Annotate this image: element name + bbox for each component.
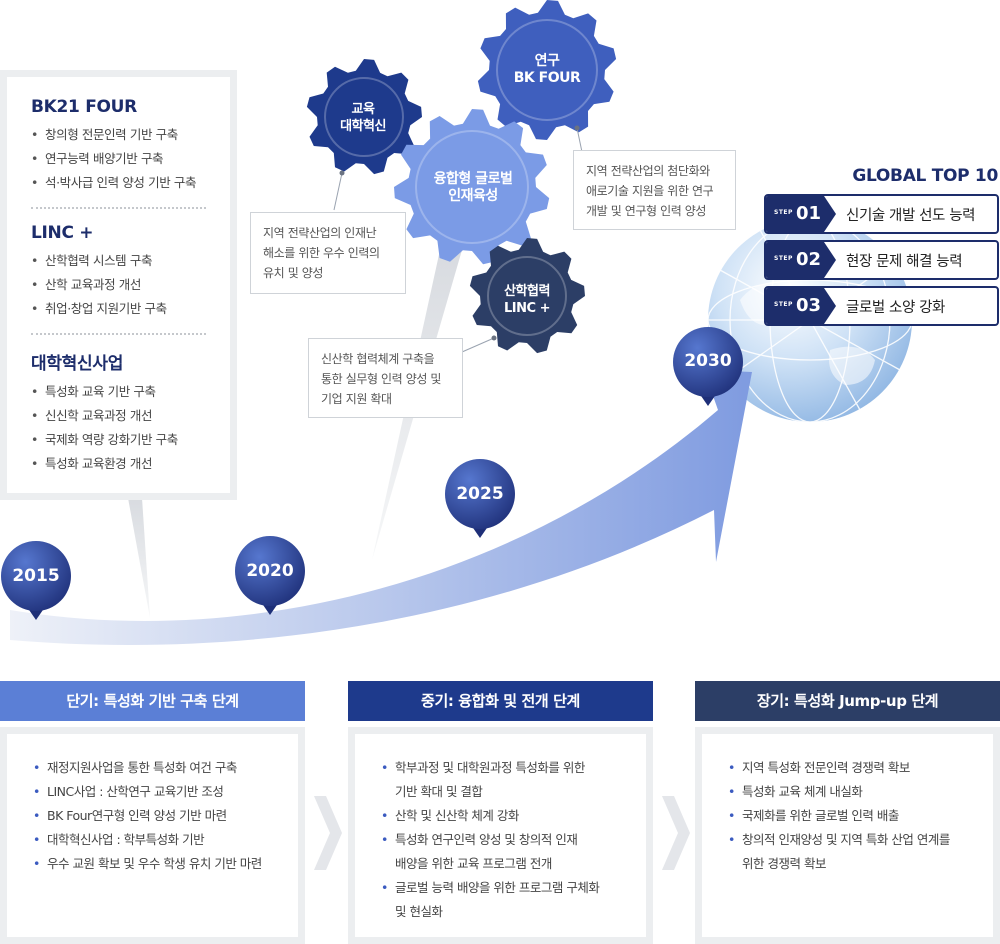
connector-beam (128, 498, 150, 618)
program-item: 국제화 역량 강화기반 구축 (31, 428, 206, 452)
gear-research-icon-hub (496, 19, 598, 121)
step-text: 신기술 개발 선도 능력 (846, 208, 976, 224)
program-title: 대학혁신사업 (31, 354, 124, 374)
year-2030: 2030 (684, 351, 732, 371)
program-item: 신신학 교육과정 개선 (31, 404, 206, 428)
connector-dot (574, 125, 580, 131)
year-pin-2015 (1, 541, 71, 611)
callout-industry: 신산학 협력체계 구축을 통한 실무형 인력 양성 및 기업 지원 확대 (308, 338, 463, 418)
program-item: 특성화 교육환경 개선 (31, 452, 206, 476)
program-title: LINC + (31, 223, 94, 243)
chevron-right-icon (314, 796, 342, 870)
year-pin-2025 (445, 459, 515, 529)
phase-item: BK Four연구형 인력 양성 기반 마련 (33, 804, 284, 828)
year-2015: 2015 (12, 566, 60, 586)
step-word: STEP (774, 255, 793, 262)
program-item: 산학 교육과정 개선 (31, 273, 206, 297)
connector-dot (339, 170, 345, 176)
step-text: 현장 문제 해결 능력 (846, 254, 963, 270)
program-item: 연구능력 배양기반 구축 (31, 147, 206, 171)
callout-research: 지역 전략산업의 첨단화와 애로기술 지원을 위한 연구 개발 및 연구형 인력… (573, 150, 736, 230)
phase-item: 대학혁신사업 : 학부특성화 기반 (33, 828, 284, 852)
chevron-right-icon (662, 796, 690, 870)
step-text: 글로벌 소양 강화 (846, 300, 945, 316)
gear-convergence-icon-hub (415, 130, 529, 244)
gear-label-convergence: 융합형 글로벌 인재육성 (433, 171, 513, 204)
gear-industry-icon-hub (487, 256, 567, 336)
phase-item: LINC사업 : 산학연구 교육기반 조성 (33, 780, 284, 804)
step-03: STEP 03 글로벌 소양 강화 (764, 286, 999, 326)
phase-mid-term-header: 중기: 융합화 및 전개 단계 (348, 681, 653, 721)
phase-item: 특성화 교육 체계 내실화 (728, 780, 979, 804)
program-title: BK21 FOUR (31, 97, 137, 117)
phase-item: 우수 교원 확보 및 우수 학생 유치 기반 마련 (33, 852, 284, 876)
step-word: STEP (774, 209, 793, 216)
step-tag (766, 288, 836, 324)
program-innovation: 대학혁신사업 특성화 교육 기반 구축 신신학 교육과정 개선 국제화 역량 강… (31, 349, 206, 476)
connector-dot (491, 335, 497, 341)
phase-item: 재정지원사업을 통한 특성화 여건 구축 (33, 756, 284, 780)
program-item: 창의형 전문인력 기반 구축 (31, 123, 206, 147)
programs-panel: BK21 FOUR 창의형 전문인력 기반 구축 연구능력 배양기반 구축 석·… (0, 70, 237, 500)
phase-short-term-body: 재정지원사업을 통한 특성화 여건 구축 LINC사업 : 산학연구 교육기반 … (0, 727, 305, 944)
year-2025: 2025 (456, 484, 504, 504)
program-item: 산학협력 시스템 구축 (31, 249, 206, 273)
step-number: 01 (796, 203, 822, 224)
year-pin-2020 (235, 536, 305, 606)
step-word: STEP (774, 301, 793, 308)
year-pin-2030 (673, 327, 743, 397)
phase-item: 산학 및 신산학 체계 강화 (381, 804, 632, 828)
step-tag (766, 196, 836, 232)
global-top-title: GLOBAL TOP 10 (852, 166, 998, 186)
step-number: 02 (796, 249, 822, 270)
gear-education-icon-hub (324, 77, 404, 157)
year-2020: 2020 (246, 561, 294, 581)
callout-edu: 지역 전략산업의 인재난 해소를 위한 우수 인력의 유치 및 양성 (250, 212, 406, 294)
step-01: STEP 01 신기술 개발 선도 능력 (764, 194, 999, 234)
step-number: 03 (796, 295, 822, 316)
program-item: 취업·창업 지원기반 구축 (31, 297, 206, 321)
program-bk21: BK21 FOUR 창의형 전문인력 기반 구축 연구능력 배양기반 구축 석·… (31, 97, 206, 195)
growth-arrow (10, 370, 752, 645)
program-item: 석·박사급 인력 양성 기반 구축 (31, 171, 206, 195)
phase-item: 국제화를 위한 글로벌 인력 배출 (728, 804, 979, 828)
gear-label-edu: 교육 대학혁신 (340, 102, 386, 134)
step-02: STEP 02 현장 문제 해결 능력 (764, 240, 999, 280)
phase-long-term-header: 장기: 특성화 Jump-up 단계 (695, 681, 1000, 721)
phase-item: 지역 특성화 전문인력 경쟁력 확보 (728, 756, 979, 780)
divider (31, 207, 206, 209)
phase-short-term-header: 단기: 특성화 기반 구축 단계 (0, 681, 305, 721)
phase-long-term-body: 지역 특성화 전문인력 경쟁력 확보 특성화 교육 체계 내실화 국제화를 위한… (695, 727, 1000, 944)
gear-label-industry: 산학협력 LINC + (504, 284, 550, 316)
gear-label-research: 연구 BK FOUR (513, 53, 581, 86)
program-linc: LINC + 산학협력 시스템 구축 산학 교육과정 개선 취업·창업 지원기반… (31, 223, 206, 321)
step-tag (766, 242, 836, 278)
program-item: 특성화 교육 기반 구축 (31, 380, 206, 404)
divider (31, 333, 206, 335)
